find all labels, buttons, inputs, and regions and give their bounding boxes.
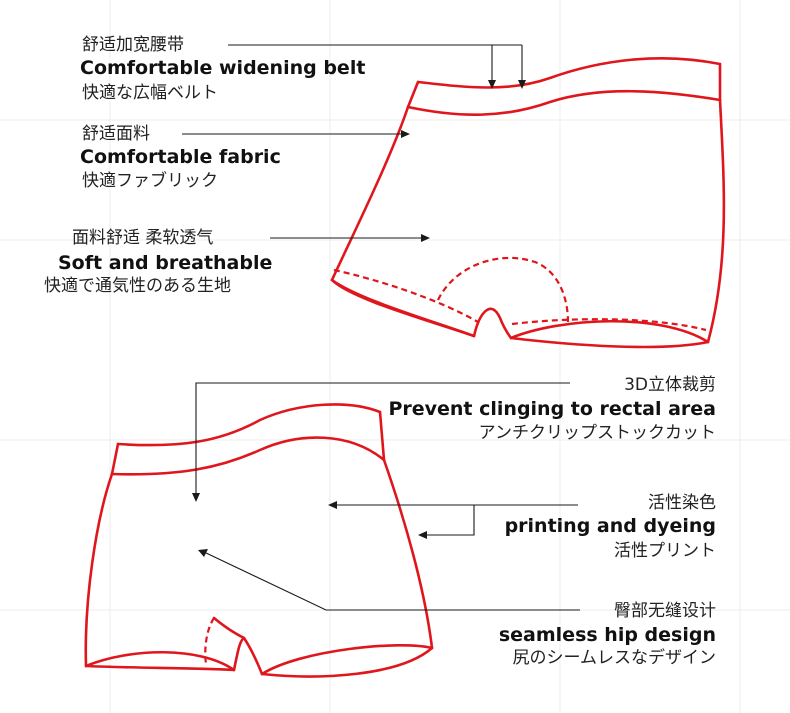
callout-seamless-jp: 尻のシームレスなデザイン [512, 648, 717, 668]
callout-dyeing-cn: 活性染色 [648, 493, 716, 513]
callout-3d-cut-en: Prevent clinging to rectal area [388, 398, 716, 420]
callout-seamless-en: seamless hip design [498, 624, 716, 646]
callout-dyeing-jp: 活性プリント [614, 541, 716, 561]
callout-fabric-cn: 舒适面料 [82, 124, 150, 144]
back-shorts-illustration [84, 403, 434, 678]
callout-belt-cn: 舒适加宽腰带 [82, 35, 184, 55]
callout-3d-cut-cn: 3D立体裁剪 [624, 375, 716, 395]
callout-fabric-jp: 快適ファブリック [82, 171, 218, 191]
leader-arrowheads [192, 80, 526, 557]
front-shorts-illustration [330, 57, 726, 349]
callout-seamless-cn: 臀部无缝设计 [614, 601, 716, 621]
back-shorts-seams [204, 617, 215, 665]
callout-breathable-en: Soft and breathable [58, 252, 273, 274]
leader-lines [182, 44, 580, 611]
callout-dyeing-en: printing and dyeing [504, 515, 716, 537]
callout-belt-en: Comfortable widening belt [80, 57, 366, 79]
callout-belt-jp: 快適な広幅ベルト [82, 83, 218, 103]
callout-breathable-jp: 快適で通気性のある生地 [44, 276, 231, 296]
callout-3d-cut-jp: アンチクリップストックカット [478, 423, 716, 443]
front-shorts-seams [333, 256, 707, 332]
callout-fabric-en: Comfortable fabric [80, 146, 281, 168]
callout-breathable-cn: 面料舒适 柔软透气 [72, 228, 214, 248]
